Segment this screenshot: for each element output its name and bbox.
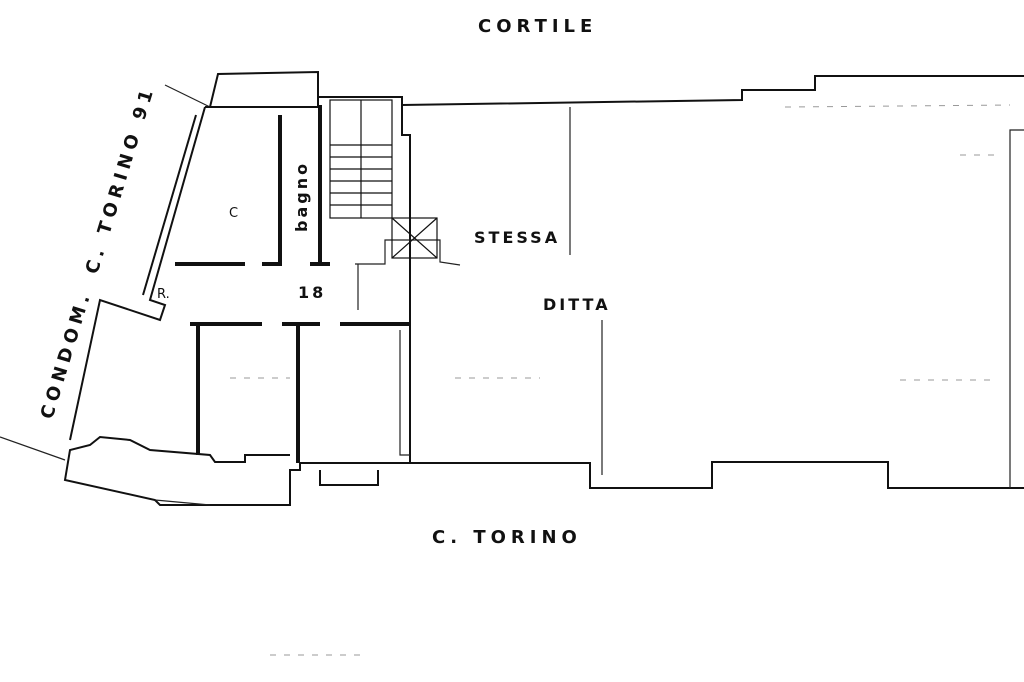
same-owner-label-2: DITTA [543,295,611,314]
room-r-label: R. [157,287,170,302]
roof-line-left [164,84,211,108]
left-slanted-wall [69,106,206,441]
street-label-bottom: C. TORINO [432,527,582,548]
wall-room-right [399,330,410,456]
dashed-line-3 [900,154,1000,381]
dashed-line-1 [784,104,1011,108]
room-c-label: C [229,206,238,221]
elevator-shaft [391,217,438,259]
apartment-outline [63,96,411,506]
staircase [329,99,393,219]
adjacent-divider-3 [1009,129,1024,488]
neighbor-edge [0,436,66,461]
adjacent-property-outline [410,461,1024,489]
bathroom-label: bagno [292,161,311,232]
bottom-balcony-rail [154,499,211,506]
unit-number-label: 18 [298,283,326,302]
same-owner-label-1: STESSA [474,228,560,247]
courtyard-label: CORTILE [478,16,597,37]
neighbor-label-line2: CONDOM. [37,288,96,422]
terrace-top [209,70,319,108]
left-slanted-wall-inner [142,114,197,296]
bottom-balcony [319,470,379,486]
courtyard-wall [401,75,1024,106]
neighbor-label-line1: C. TORINO 91 [82,83,159,277]
